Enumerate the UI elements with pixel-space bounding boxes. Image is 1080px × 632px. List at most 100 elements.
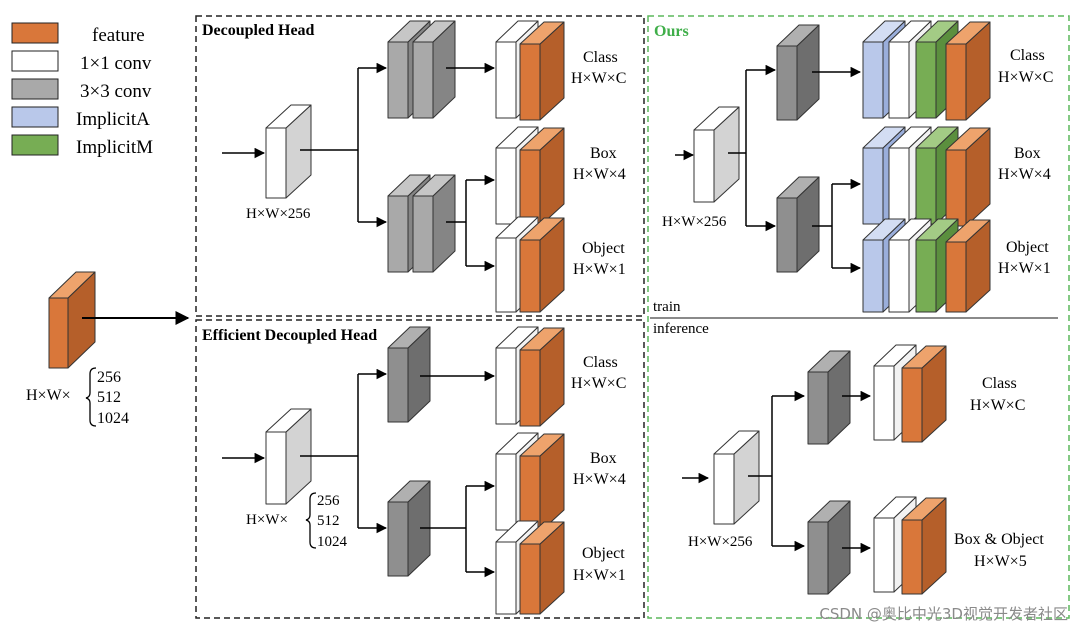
block-front-face: [519, 239, 541, 313]
efficient-decoupled-head-panel: Efficient Decoupled Head H×W× 256 512 10…: [195, 319, 645, 619]
eh-input-prefix: H×W×: [246, 512, 288, 528]
eh-dim-1024: 1024: [317, 534, 348, 550]
legend-label-implicitA: ImplicitA: [76, 109, 150, 130]
block-front-face: [901, 519, 923, 595]
dh-obj-name: Object: [582, 240, 625, 257]
block-front-face: [945, 149, 967, 227]
dh-box-name: Box: [590, 145, 617, 162]
block-front-face: [387, 195, 409, 273]
eh-reg-conv3: [387, 480, 431, 577]
dh-split-line: [300, 68, 359, 222]
block-front-face: [265, 431, 287, 505]
block-front-face: [862, 41, 884, 119]
ours-obj-dim: H×W×1: [998, 260, 1051, 277]
block-front-face: [519, 543, 541, 615]
dh-obj-dim: H×W×1: [573, 261, 626, 278]
legend-label-conv3: 3×3 conv: [80, 81, 152, 102]
legend-label-feature: feature: [92, 25, 145, 46]
ours-split-line: [728, 70, 747, 226]
block-front-face: [412, 41, 434, 119]
ours-cls-conv3: [776, 24, 820, 121]
ours-input-label: H×W×256: [662, 214, 727, 230]
block-front-face: [888, 41, 910, 119]
legend-swatch-conv1: [11, 50, 59, 72]
eh-class-dim: H×W×C: [571, 375, 626, 392]
eh-class-name: Class: [583, 354, 618, 371]
block-front-face: [807, 521, 829, 595]
dh-class-name: Class: [583, 49, 618, 66]
ours-title: Ours: [654, 23, 689, 40]
input-dim-1024: 1024: [97, 410, 129, 427]
legend-label-conv1: 1×1 conv: [80, 53, 152, 74]
legend-swatch-implicitA: [11, 106, 59, 128]
legend-swatch-feature: [11, 22, 59, 44]
input-feature: H×W× 256 512 1024: [26, 271, 190, 427]
eh-dim-256: 256: [317, 493, 340, 509]
block-front-face: [412, 195, 434, 273]
input-dim-brace: [85, 367, 97, 427]
block-front-face: [862, 239, 884, 313]
block-front-face: [915, 41, 937, 119]
inf-reg-feature: [901, 497, 947, 595]
dh-input-label: H×W×256: [246, 206, 311, 222]
ours-box-name: Box: [1014, 145, 1041, 162]
block-front-face: [693, 129, 715, 203]
block-front-face: [776, 197, 798, 273]
block-front-face: [387, 347, 409, 423]
input-dim-512: 512: [97, 389, 121, 406]
block-front-face: [945, 43, 967, 121]
block-front-face: [265, 127, 287, 199]
block-front-face: [48, 297, 69, 369]
block-front-face: [873, 365, 895, 441]
block-front-face: [495, 347, 517, 425]
eh-reg-split: [420, 486, 467, 572]
dh-input-block: [265, 104, 312, 199]
eh-box-dim: H×W×4: [573, 471, 626, 488]
watermark: CSDN @奥比中光3D视觉开发者社区: [819, 605, 1068, 623]
inf-split-line: [748, 396, 773, 546]
dh-box-dim: H×W×4: [573, 166, 626, 183]
ours-reg-conv3: [776, 176, 820, 273]
eh-cls-conv3: [387, 326, 431, 423]
block-front-face: [873, 517, 895, 593]
decoupled-head-border: [195, 15, 645, 317]
input-dim-prefix: H×W×: [26, 387, 71, 404]
eh-obj-feature: [519, 521, 565, 615]
efficient-head-title: Efficient Decoupled Head: [202, 327, 377, 344]
ours-border: [647, 15, 1070, 619]
eh-box-name: Box: [590, 450, 617, 467]
block-front-face: [807, 371, 829, 445]
eh-obj-name: Object: [582, 545, 625, 562]
ours-panel: Ours H×W×256 Class H×W×C Box H×W×4 Objec…: [647, 15, 1070, 619]
inf-class-name: Class: [982, 375, 1017, 392]
legend: feature 1×1 conv 3×3 conv ImplicitA Impl…: [11, 22, 153, 158]
inf-boxobj-dim: H×W×5: [974, 553, 1027, 570]
inference-label: inference: [653, 321, 709, 337]
eh-input-block: [265, 408, 312, 505]
legend-swatch-conv3: [11, 78, 59, 100]
block-front-face: [915, 147, 937, 225]
block-front-face: [495, 453, 517, 531]
block-front-face: [901, 367, 923, 443]
block-front-face: [495, 541, 517, 615]
block-front-face: [776, 45, 798, 121]
ours-obj-name: Object: [1006, 239, 1049, 256]
input-dim-256: 256: [97, 369, 121, 386]
efficient-head-border: [195, 319, 645, 619]
dh-class-dim: H×W×C: [571, 70, 626, 87]
legend-swatch-implicitM: [11, 134, 59, 156]
dh-obj-feature: [519, 217, 565, 313]
input-feature-block: [48, 271, 96, 369]
block-front-face: [862, 147, 884, 225]
train-label: train: [653, 299, 681, 315]
block-front-face: [519, 43, 541, 121]
block-front-face: [888, 239, 910, 313]
block-front-face: [495, 147, 517, 225]
block-front-face: [945, 241, 967, 313]
inf-cls-feature: [901, 345, 947, 443]
ours-cls-feature: [945, 21, 991, 121]
ours-box-feature: [945, 127, 991, 227]
block-front-face: [387, 41, 409, 119]
block-front-face: [915, 239, 937, 313]
ours-box-dim: H×W×4: [998, 166, 1051, 183]
